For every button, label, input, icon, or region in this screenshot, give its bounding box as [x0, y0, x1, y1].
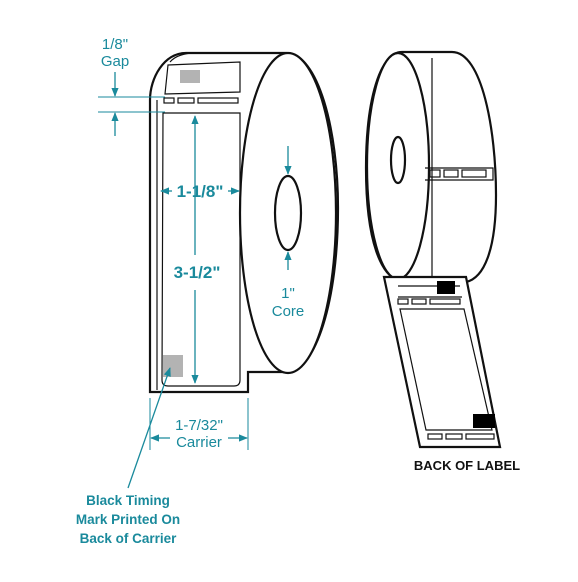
front-gap-perforation — [163, 97, 239, 104]
front-roll-core — [273, 174, 303, 252]
front-top-label — [164, 61, 241, 95]
timing-note-line-3: Back of Carrier — [80, 531, 178, 546]
core-dimension: 1" Core — [272, 146, 305, 320]
timing-mark-callout: Black Timing Mark Printed On Back of Car… — [76, 367, 180, 546]
front-timing-mark-bottom — [163, 355, 183, 377]
core-word-label: Core — [272, 303, 305, 320]
back-roll — [364, 50, 502, 449]
carrier-width-label: 1-7/32" — [175, 417, 223, 434]
front-roll — [148, 51, 340, 394]
front-timing-mark-top — [180, 70, 200, 83]
timing-note-line-1: Black Timing — [86, 493, 170, 508]
back-of-label-caption: BACK OF LABEL — [414, 458, 520, 473]
label-width-text: 1-1/8" — [177, 182, 224, 201]
label-width-dimension: 1-1/8" — [160, 182, 240, 201]
gap-dimension: 1/8" Gap — [98, 36, 165, 136]
back-label-panel — [399, 308, 493, 431]
carrier-dimension: 1-7/32" Carrier — [149, 398, 249, 451]
back-timing-mark-bottom — [473, 414, 495, 428]
carrier-word-label: Carrier — [176, 434, 222, 451]
gap-word-label: Gap — [101, 53, 129, 70]
back-roll-core — [389, 135, 407, 185]
core-size-label: 1" — [281, 285, 295, 302]
front-main-label — [161, 112, 241, 387]
label-height-dimension: 3-1/2" — [174, 115, 221, 384]
back-gap-perforation-top — [397, 298, 461, 305]
timing-note-line-2: Mark Printed On — [76, 512, 180, 527]
label-height-text: 3-1/2" — [174, 263, 221, 282]
back-gap-perforation-bottom — [427, 433, 495, 440]
gap-fraction-label: 1/8" — [102, 36, 128, 53]
back-timing-mark-top — [437, 281, 455, 294]
back-strip — [382, 275, 502, 449]
